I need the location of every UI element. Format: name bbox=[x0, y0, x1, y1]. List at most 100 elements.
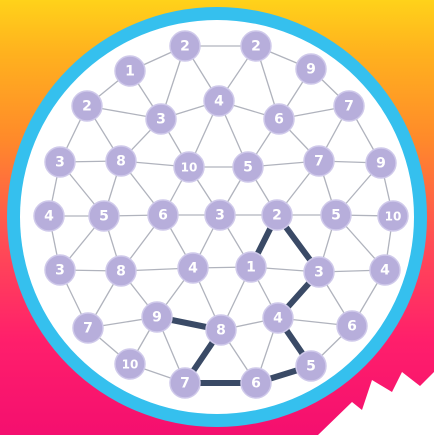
node-label: 8 bbox=[216, 323, 226, 339]
node-label: 9 bbox=[376, 156, 386, 172]
node-d1[interactable]: 3 bbox=[44, 146, 76, 178]
node-circle[interactable] bbox=[44, 146, 76, 178]
node-circle[interactable] bbox=[261, 199, 293, 231]
node-h3[interactable]: 6 bbox=[240, 367, 272, 399]
node-circle[interactable] bbox=[169, 30, 201, 62]
node-e6[interactable]: 5 bbox=[320, 199, 352, 231]
node-label: 10 bbox=[122, 358, 139, 372]
node-e4[interactable]: 3 bbox=[204, 199, 236, 231]
node-a1[interactable]: 2 bbox=[169, 30, 201, 62]
node-c2[interactable]: 3 bbox=[145, 103, 177, 135]
node-label: 6 bbox=[274, 112, 284, 128]
node-h1[interactable]: 10 bbox=[114, 348, 146, 380]
node-label: 1 bbox=[125, 64, 135, 80]
node-circle[interactable] bbox=[71, 90, 103, 122]
node-circle[interactable] bbox=[303, 256, 335, 288]
node-circle[interactable] bbox=[205, 314, 237, 346]
node-label: 10 bbox=[181, 161, 198, 175]
node-circle[interactable] bbox=[295, 350, 327, 382]
node-d5[interactable]: 7 bbox=[303, 145, 335, 177]
node-circle[interactable] bbox=[232, 151, 264, 183]
node-label: 7 bbox=[83, 321, 93, 337]
node-e3[interactable]: 6 bbox=[147, 199, 179, 231]
node-h4[interactable]: 5 bbox=[295, 350, 327, 382]
node-circle[interactable] bbox=[147, 199, 179, 231]
node-c1[interactable]: 2 bbox=[71, 90, 103, 122]
node-c3[interactable]: 4 bbox=[203, 85, 235, 117]
node-circle[interactable] bbox=[295, 53, 327, 85]
node-d2[interactable]: 8 bbox=[105, 145, 137, 177]
node-f1[interactable]: 3 bbox=[44, 254, 76, 286]
node-circle[interactable] bbox=[303, 145, 335, 177]
node-circle[interactable] bbox=[365, 147, 397, 179]
node-d3[interactable]: 10 bbox=[173, 151, 205, 183]
node-circle[interactable] bbox=[203, 85, 235, 117]
node-label: 3 bbox=[215, 208, 225, 224]
node-f2[interactable]: 8 bbox=[105, 255, 137, 287]
node-c4[interactable]: 6 bbox=[263, 103, 295, 135]
node-label: 4 bbox=[44, 209, 54, 225]
node-label: 6 bbox=[158, 208, 168, 224]
node-circle[interactable] bbox=[263, 103, 295, 135]
node-circle[interactable] bbox=[114, 348, 146, 380]
node-circle[interactable] bbox=[141, 301, 173, 333]
node-c5[interactable]: 7 bbox=[333, 90, 365, 122]
node-g5[interactable]: 6 bbox=[336, 310, 368, 342]
node-label: 6 bbox=[347, 319, 357, 335]
node-circle[interactable] bbox=[377, 200, 409, 232]
node-e1[interactable]: 4 bbox=[33, 200, 65, 232]
node-a2[interactable]: 2 bbox=[240, 30, 272, 62]
node-e5[interactable]: 2 bbox=[261, 199, 293, 231]
node-circle[interactable] bbox=[33, 200, 65, 232]
node-f5[interactable]: 3 bbox=[303, 256, 335, 288]
node-circle[interactable] bbox=[105, 145, 137, 177]
node-e7[interactable]: 10 bbox=[377, 200, 409, 232]
node-label: 3 bbox=[156, 112, 166, 128]
node-label: 5 bbox=[306, 359, 316, 375]
node-b2[interactable]: 9 bbox=[295, 53, 327, 85]
node-label: 5 bbox=[331, 208, 341, 224]
node-circle[interactable] bbox=[262, 302, 294, 334]
node-label: 2 bbox=[180, 39, 190, 55]
node-circle[interactable] bbox=[88, 200, 120, 232]
node-circle[interactable] bbox=[369, 254, 401, 286]
node-circle[interactable] bbox=[235, 251, 267, 283]
node-label: 6 bbox=[251, 376, 261, 392]
node-g2[interactable]: 9 bbox=[141, 301, 173, 333]
node-circle[interactable] bbox=[336, 310, 368, 342]
node-g3[interactable]: 8 bbox=[205, 314, 237, 346]
node-label: 8 bbox=[116, 154, 126, 170]
node-f6[interactable]: 4 bbox=[369, 254, 401, 286]
node-circle[interactable] bbox=[145, 103, 177, 135]
node-circle[interactable] bbox=[320, 199, 352, 231]
node-g4[interactable]: 4 bbox=[262, 302, 294, 334]
node-label: 4 bbox=[380, 263, 390, 279]
node-circle[interactable] bbox=[114, 55, 146, 87]
node-circle[interactable] bbox=[240, 30, 272, 62]
corner-banner-shape bbox=[318, 372, 434, 435]
node-g1[interactable]: 7 bbox=[72, 312, 104, 344]
node-d6[interactable]: 9 bbox=[365, 147, 397, 179]
node-circle[interactable] bbox=[177, 252, 209, 284]
node-f3[interactable]: 4 bbox=[177, 252, 209, 284]
node-label: 3 bbox=[314, 265, 324, 281]
node-label: 4 bbox=[188, 261, 198, 277]
node-circle[interactable] bbox=[333, 90, 365, 122]
node-label: 1 bbox=[246, 260, 256, 276]
node-h2[interactable]: 7 bbox=[169, 367, 201, 399]
node-circle[interactable] bbox=[240, 367, 272, 399]
node-circle[interactable] bbox=[169, 367, 201, 399]
node-label: 4 bbox=[273, 311, 283, 327]
node-circle[interactable] bbox=[72, 312, 104, 344]
node-d4[interactable]: 5 bbox=[232, 151, 264, 183]
node-circle[interactable] bbox=[44, 254, 76, 286]
node-circle[interactable] bbox=[204, 199, 236, 231]
node-label: 5 bbox=[243, 160, 253, 176]
node-circle[interactable] bbox=[173, 151, 205, 183]
node-e2[interactable]: 5 bbox=[88, 200, 120, 232]
node-circle[interactable] bbox=[105, 255, 137, 287]
node-b1[interactable]: 1 bbox=[114, 55, 146, 87]
node-f4[interactable]: 1 bbox=[235, 251, 267, 283]
